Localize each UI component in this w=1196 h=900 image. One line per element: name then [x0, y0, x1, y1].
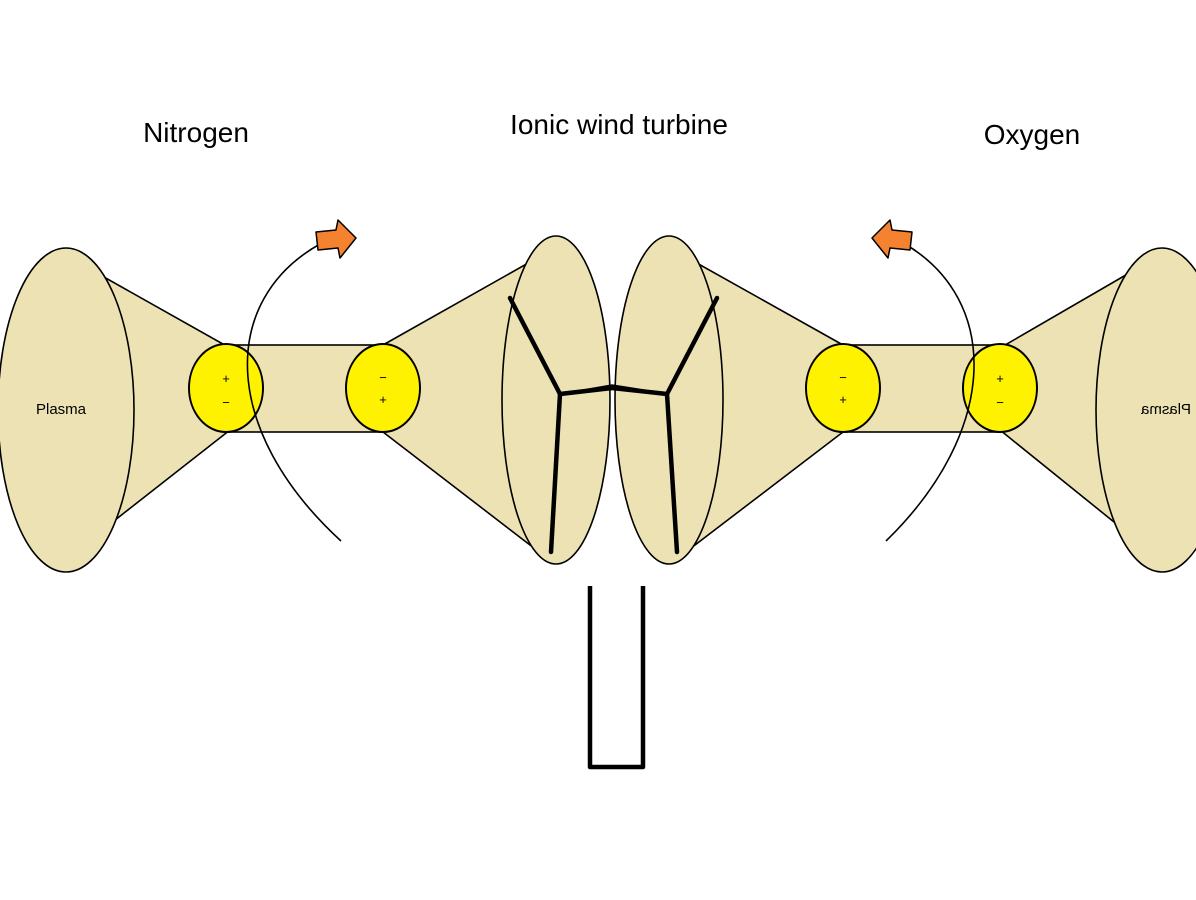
left-outer-top-sign: +: [222, 371, 230, 386]
left-outer-bottom-sign: −: [222, 395, 230, 410]
turbine-hub: [557, 385, 670, 397]
right-inner-top-sign: −: [839, 370, 847, 385]
left-rotation-arc: [246, 243, 342, 542]
left-outer-electrode: [188, 343, 264, 433]
turbine-stand: [587, 586, 646, 770]
turbine-left-disc: [501, 235, 611, 565]
oxygen-label: Oxygen: [984, 119, 1081, 150]
right-plasma-chamber: [1095, 247, 1196, 573]
turbine-hub-upper: [565, 384, 663, 394]
right-rotation-arc: [885, 243, 975, 542]
right-inner-bottom-sign: +: [839, 392, 847, 407]
right-rotation-arrow: [871, 219, 913, 259]
turbine-title: Ionic wind turbine: [510, 109, 728, 140]
nitrogen-label: Nitrogen: [143, 117, 249, 148]
left-inner-electrode: [345, 343, 421, 433]
left-rotation-arrow: [315, 219, 357, 259]
right-inner-electrode: [805, 343, 881, 433]
right-outer-top-sign: +: [996, 371, 1004, 386]
right-plasma-label: Plasma: [1140, 401, 1191, 418]
left-plasma-label: Plasma: [36, 401, 87, 418]
left-assembly: [0, 219, 531, 573]
right-outer-electrode: [962, 343, 1038, 433]
right-assembly: [694, 219, 1196, 573]
turbine: [501, 235, 724, 770]
left-inner-top-sign: −: [379, 370, 387, 385]
left-plasma-chamber: [0, 247, 135, 573]
right-outer-bottom-sign: −: [996, 395, 1004, 410]
left-inner-bottom-sign: +: [379, 392, 387, 407]
